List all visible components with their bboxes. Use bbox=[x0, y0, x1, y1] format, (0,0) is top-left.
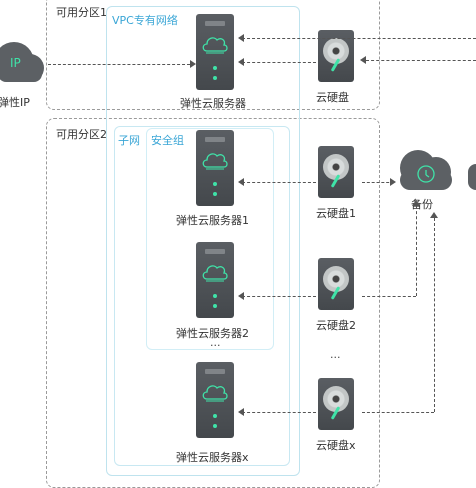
disk-1-icon bbox=[318, 146, 354, 198]
disk-x-backup-vertical bbox=[434, 218, 435, 412]
disk-x-backup-arrow bbox=[430, 212, 438, 218]
server-1-icon bbox=[196, 130, 234, 206]
elastic-ip-cloud-icon bbox=[0, 42, 46, 84]
eip-arrow bbox=[190, 60, 196, 68]
server-2-label: 弹性云服务器2 bbox=[176, 327, 249, 340]
disk-1-backup-arrow bbox=[390, 178, 396, 186]
disk-2-backup-arrow bbox=[412, 200, 420, 206]
disk-2-backup-vertical bbox=[416, 206, 417, 296]
disk-2-label: 云硬盘2 bbox=[316, 319, 356, 332]
server-2-icon bbox=[196, 242, 234, 318]
zone1-link-bottom bbox=[366, 60, 476, 61]
elastic-ip-label: 弹性IP bbox=[0, 96, 30, 109]
zone1-disk-connector bbox=[242, 62, 316, 63]
zone1-server-icon bbox=[196, 14, 234, 90]
server-ellipsis: ... bbox=[210, 336, 221, 349]
disk-1-connector bbox=[242, 182, 316, 183]
disk-x-connector bbox=[242, 412, 316, 413]
disk-2-connector bbox=[242, 296, 316, 297]
security-group-label: 安全组 bbox=[151, 134, 184, 147]
zone1-link-bottom-arrow bbox=[360, 56, 366, 64]
disk-2-backup-connector bbox=[362, 296, 416, 297]
eip-connector bbox=[48, 64, 190, 65]
zone1-disk-arrow bbox=[238, 58, 244, 66]
subnet-label: 子网 bbox=[118, 134, 140, 147]
server-x-label: 弹性云服务器x bbox=[176, 451, 249, 464]
vpc-label: VPC专有网络 bbox=[112, 14, 178, 27]
security-group-box bbox=[146, 128, 274, 350]
zone1-disk-label: 云硬盘 bbox=[316, 91, 349, 104]
zone1-link-top-arrow bbox=[238, 34, 244, 42]
disk-ellipsis: ... bbox=[330, 348, 341, 361]
zone-2-label: 可用分区2 bbox=[56, 128, 107, 141]
server-1-label: 弹性云服务器1 bbox=[176, 214, 249, 227]
disk-2-icon bbox=[318, 258, 354, 310]
zone-1-label: 可用分区1 bbox=[56, 6, 107, 19]
backup-cloud-icon bbox=[394, 148, 456, 194]
availability-zone-1 bbox=[46, 0, 380, 110]
zone1-server-label: 弹性云服务器 bbox=[180, 97, 246, 110]
elastic-ip-icon-text: IP bbox=[10, 56, 21, 70]
zone1-link-top bbox=[242, 38, 476, 39]
cloud-icon bbox=[468, 164, 476, 190]
disk-x-icon bbox=[318, 378, 354, 430]
disk-1-backup-connector bbox=[362, 182, 394, 183]
disk-2-arrow bbox=[238, 292, 244, 300]
server-x-icon bbox=[196, 362, 234, 438]
disk-x-arrow bbox=[238, 408, 244, 416]
disk-x-label: 云硬盘x bbox=[316, 439, 356, 452]
disk-1-arrow bbox=[238, 178, 244, 186]
disk-x-backup-connector bbox=[362, 412, 434, 413]
disk-1-label: 云硬盘1 bbox=[316, 207, 356, 220]
vpc-network-box bbox=[106, 6, 300, 476]
